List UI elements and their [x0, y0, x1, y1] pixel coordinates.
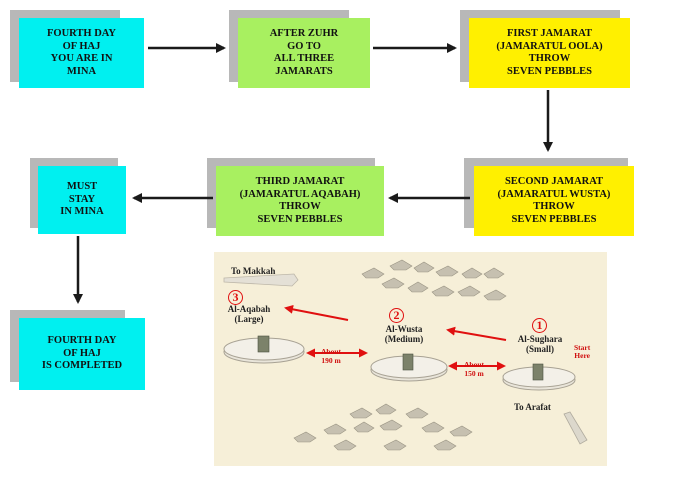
pillar-wusta [370, 353, 448, 382]
step-fourth-day-text: FOURTH DAY OF HAJ YOU ARE IN MINA [19, 18, 144, 88]
sughara-label: Al-Sughara (Small) [517, 334, 563, 354]
jamarat-map: To Makkah To Arafat 3 Al-Aqabah (Large) … [214, 252, 607, 466]
route-arrow-1-to-2 [446, 326, 507, 341]
step-completed-text: FOURTH DAY OF HAJ IS COMPLETED [19, 318, 145, 390]
route-arrow-2-to-3 [284, 304, 349, 321]
arafat-arrow-icon [563, 411, 588, 445]
step-third-jamarat-text: THIRD JAMARAT (JAMARATUL AQABAH) THROW S… [216, 166, 384, 236]
pillar-sughara [502, 363, 576, 391]
step-after-zuhr-text: AFTER ZUHR GO TO ALL THREE JAMARATS [238, 18, 370, 88]
sughara-number: 1 [532, 318, 547, 333]
tents-upper [361, 259, 507, 301]
pillar-aqabah [223, 335, 305, 364]
step-first-jamarat-text: FIRST JAMARAT (JAMARATUL OOLA) THROW SEV… [469, 18, 630, 88]
step-second-jamarat-text: SECOND JAMARAT (JAMARATUL WUSTA) THROW S… [474, 166, 634, 236]
to-makkah-label: To Makkah [231, 266, 276, 276]
wusta-label: Al-Wusta (Medium) [384, 324, 424, 344]
map-graphics [223, 259, 588, 451]
wusta-number: 2 [389, 308, 404, 323]
aqabah-label: Al-Aqabah (Large) [227, 304, 271, 324]
makkah-arrow-icon [223, 273, 299, 287]
distance-150-label: About 150 m [464, 360, 485, 378]
distance-190-label: About 190 m [321, 347, 342, 365]
tents-lower [293, 403, 473, 451]
aqabah-number: 3 [228, 290, 243, 305]
to-arafat-label: To Arafat [514, 402, 551, 412]
start-here-label: Start Here [574, 343, 591, 360]
step-must-stay-text: MUST STAY IN MINA [38, 166, 126, 234]
